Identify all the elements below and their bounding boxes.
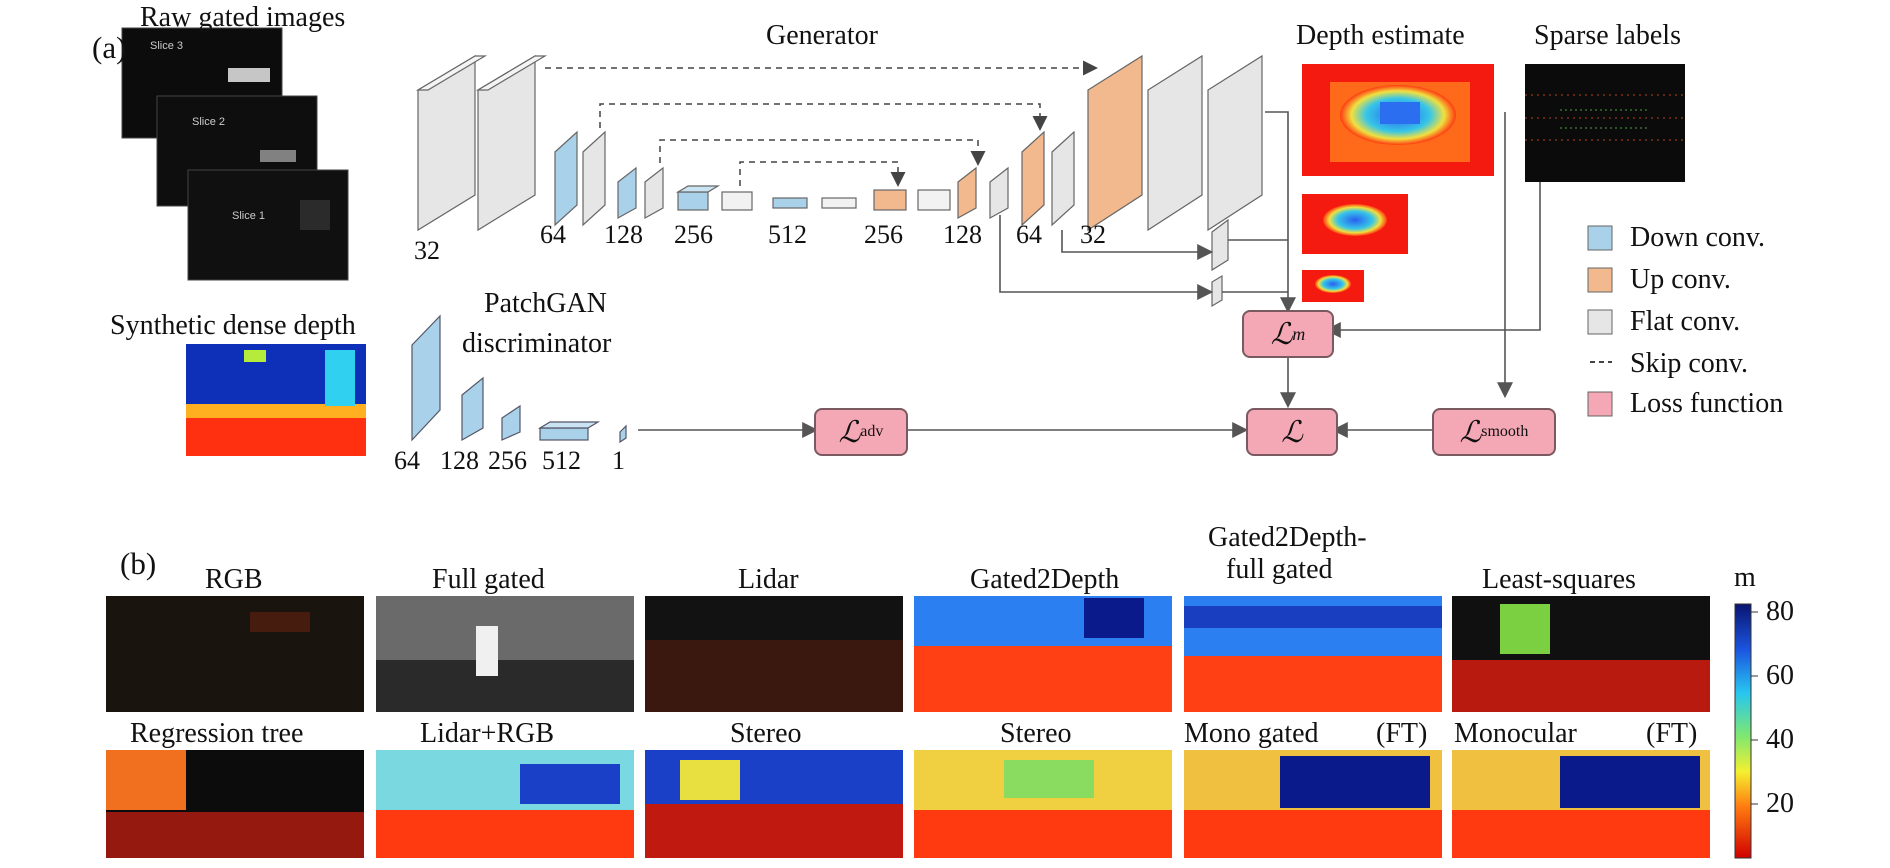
raw-gated-slices [121,27,349,281]
disc-channel-512: 512 [542,446,581,475]
legend-up-conv: Up conv. [1630,264,1731,295]
label-stereo-1: Stereo [730,718,802,749]
panel-b-images [106,596,1710,858]
depth-estimates [1302,64,1494,302]
disc-channel-128: 128 [440,446,479,475]
colorbar-unit: m [1734,562,1756,593]
legend-skip-conv: Skip conv. [1630,348,1748,379]
synthetic-depth-image [186,344,366,456]
patchgan-title-2: discriminator [462,328,612,359]
generator-blocks [415,54,1263,308]
colorbar-tick-60: 60 [1766,660,1794,691]
legend-swatches [1587,225,1613,417]
disc-channel-64: 64 [394,446,420,475]
gen-channel-512: 512 [768,220,807,249]
legend-loss-function: Loss function [1630,388,1784,419]
disc-channel-256: 256 [488,446,527,475]
gen-channel-64a: 64 [540,220,566,249]
gen-channel-64b: 64 [1016,220,1042,249]
colorbar [1734,603,1758,859]
gen-channel-32a: 32 [414,236,440,265]
loss-adv-symbol: ℒ [838,415,861,449]
slice-3-label: Slice 3 [150,40,184,52]
label-monocular: Monocular [1454,718,1577,749]
patchgan-title-1: PatchGAN [484,288,607,319]
synthetic-title: Synthetic dense depth [110,310,356,341]
label-lidar: Lidar [738,564,799,595]
loss-adv-sub: adv [860,423,884,440]
loss-m-symbol: ℒ [1270,317,1293,351]
panel-b-label: (b) [120,546,157,581]
disc-channel-1: 1 [612,446,625,475]
panel-a-label: (a) [92,30,127,65]
raw-gated-title: Raw gated images [140,2,346,33]
gen-channel-128b: 128 [943,220,982,249]
legend-down-conv: Down conv. [1630,222,1766,253]
label-full-gated: Full gated [432,564,545,595]
slice-2-label: Slice 2 [192,116,226,128]
gen-channel-256b: 256 [864,220,903,249]
label-gated2depth-full-2: full gated [1226,554,1333,585]
skip-connections [545,60,1098,187]
generator-title: Generator [766,20,878,51]
sparse-labels-image [1525,64,1685,182]
label-least-squares: Least-squares [1482,564,1636,595]
loss-smooth-sub: smooth [1481,423,1529,440]
label-stereo-2: Stereo [1000,718,1072,749]
depth-estimate-title: Depth estimate [1296,20,1465,51]
label-rgb: RGB [205,564,263,595]
label-monocular-ft: (FT) [1646,718,1698,749]
label-mono-gated: Mono gated [1184,718,1319,749]
colorbar-tick-20: 20 [1766,788,1794,819]
legend-flat-conv: Flat conv. [1630,306,1741,337]
gen-channel-128a: 128 [604,220,643,249]
label-gated2depth-full-1: Gated2Depth- [1208,522,1367,553]
sparse-labels-title: Sparse labels [1534,20,1681,51]
label-lidar-rgb: Lidar+RGB [420,718,554,749]
loss-total-box: ℒ [1246,408,1338,456]
colorbar-tick-40: 40 [1766,724,1794,755]
label-gated2depth: Gated2Depth [970,564,1120,595]
loss-m-sub: m [1292,323,1306,344]
discriminator-blocks [411,314,627,444]
label-mono-gated-ft: (FT) [1376,718,1428,749]
loss-arrows [638,111,1541,438]
colorbar-tick-80: 80 [1766,596,1794,627]
loss-total-symbol: ℒ [1281,415,1303,449]
gen-channel-256a: 256 [674,220,713,249]
loss-smooth-symbol: ℒ [1459,415,1482,449]
gen-channel-32b: 32 [1080,220,1106,249]
slice-1-label: Slice 1 [232,210,266,222]
label-regression-tree: Regression tree [130,718,304,749]
